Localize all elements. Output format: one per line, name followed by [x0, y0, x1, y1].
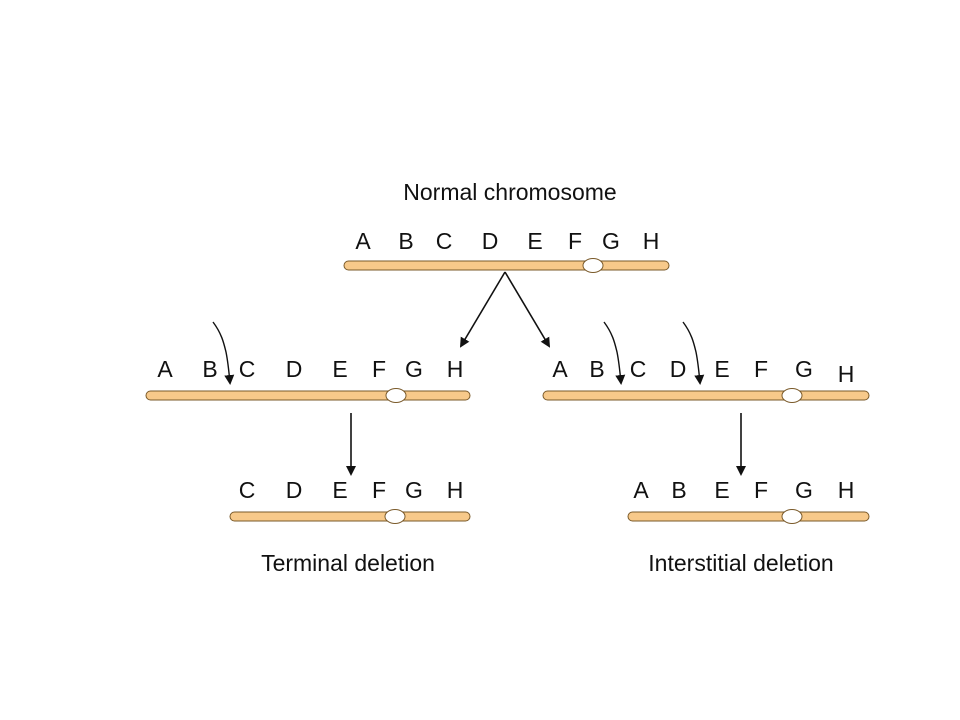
- branch-arrow-right: [504, 271, 551, 348]
- interstitial-break-chromosome-bar: [542, 390, 870, 401]
- gene-label-e: E: [714, 477, 729, 503]
- normal-chromosome-bar: [343, 260, 670, 271]
- gene-label-e: E: [714, 356, 729, 382]
- terminal-break-chromosome: [145, 388, 471, 403]
- gene-label-a: A: [355, 228, 371, 254]
- terminal-break-chromosome-bar: [145, 390, 471, 401]
- gene-label-g: G: [795, 356, 813, 382]
- gene-label-f: F: [754, 356, 768, 382]
- terminal-deletion-label: Terminal deletion: [261, 550, 435, 576]
- gene-label-c: C: [436, 228, 453, 254]
- gene-label-f: F: [568, 228, 582, 254]
- terminal-result-chromosome: [229, 509, 471, 524]
- gene-label-e: E: [527, 228, 542, 254]
- gene-label-c: C: [239, 356, 256, 382]
- gene-label-b: B: [202, 356, 217, 382]
- gene-label-f: F: [754, 477, 768, 503]
- terminal-result-chromosome-bar: [229, 511, 471, 522]
- gene-label-b: B: [589, 356, 604, 382]
- gene-label-e: E: [332, 477, 347, 503]
- break-arrow-terminal: [212, 321, 235, 385]
- gene-label-f: F: [372, 356, 386, 382]
- terminal-result-centromere: [384, 509, 406, 524]
- interstitial-deletion-label: Interstitial deletion: [648, 550, 833, 576]
- interstitial-result-chromosome: [627, 509, 870, 524]
- gene-label-d: D: [482, 228, 499, 254]
- gene-label-h: H: [643, 228, 660, 254]
- gene-label-c: C: [630, 356, 647, 382]
- gene-label-d: D: [286, 477, 303, 503]
- interstitial-break-centromere: [781, 388, 803, 403]
- break-arrow-interstitial-1: [603, 321, 626, 385]
- gene-label-g: G: [405, 477, 423, 503]
- gene-label-a: A: [552, 356, 568, 382]
- interstitial-result-chromosome-bar: [627, 511, 870, 522]
- gene-label-b: B: [398, 228, 413, 254]
- normal-chromosome-label: Normal chromosome: [403, 179, 616, 205]
- gene-label-h: H: [838, 361, 855, 387]
- terminal-break-centromere: [385, 388, 407, 403]
- gene-label-e: E: [332, 356, 347, 382]
- branch-arrow-left: [459, 271, 506, 348]
- gene-label-g: G: [602, 228, 620, 254]
- gene-label-g: G: [405, 356, 423, 382]
- normal-chromosome: [343, 258, 670, 273]
- gene-label-b: B: [671, 477, 686, 503]
- gene-label-h: H: [838, 477, 855, 503]
- gene-label-d: D: [286, 356, 303, 382]
- gene-label-h: H: [447, 477, 464, 503]
- gene-label-d: D: [670, 356, 687, 382]
- normal-centromere: [582, 258, 604, 273]
- gene-label-g: G: [795, 477, 813, 503]
- gene-label-h: H: [447, 356, 464, 382]
- gene-label-a: A: [157, 356, 173, 382]
- gene-label-a: A: [633, 477, 649, 503]
- gene-label-f: F: [372, 477, 386, 503]
- interstitial-result-centromere: [781, 509, 803, 524]
- gene-label-c: C: [239, 477, 256, 503]
- interstitial-break-chromosome: [542, 388, 870, 403]
- break-arrow-interstitial-2: [682, 321, 705, 385]
